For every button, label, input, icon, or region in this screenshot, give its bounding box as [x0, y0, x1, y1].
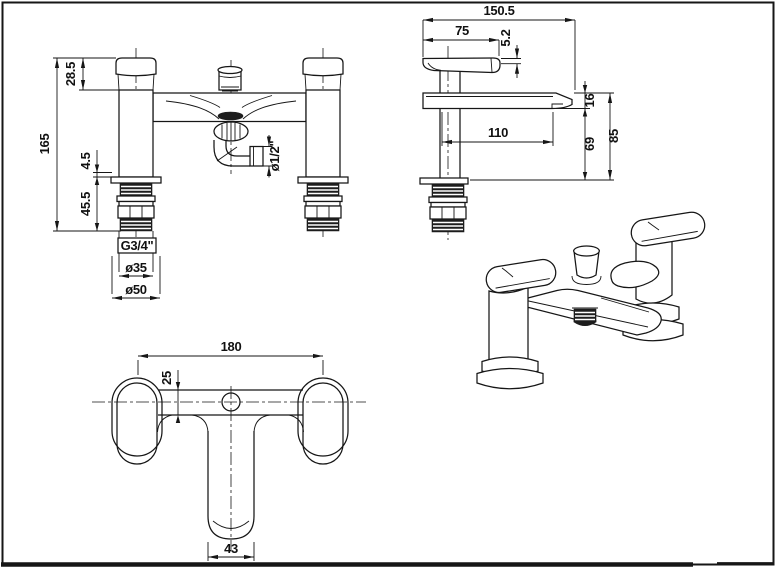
side-flange	[420, 178, 468, 184]
dim-spout-reach: 110	[488, 125, 508, 140]
diverter-knob	[218, 67, 242, 92]
left-handle	[116, 58, 156, 76]
iso-view	[477, 210, 707, 388]
dim-spout-width: 43	[224, 541, 238, 556]
dim-hole-centres: 180	[221, 339, 242, 354]
left-pillar-plan	[112, 378, 162, 456]
side-view: 150.5 75 5.2 110 16 69 85	[420, 3, 621, 240]
dim-overall-depth: 150.5	[483, 3, 514, 18]
plan-view: 180 25 43	[92, 339, 366, 561]
drawing-frame	[1, 3, 774, 565]
hex-nut	[305, 206, 341, 218]
dim-flange-diameter: ø50	[125, 282, 147, 297]
dim-handle-reach: 75	[455, 23, 469, 38]
iso-shower-connector	[572, 308, 598, 326]
shower-elbow	[214, 140, 263, 166]
dim-tail-length: 45.5	[78, 192, 93, 216]
hose-nipple	[250, 147, 263, 167]
diverter-plan	[222, 393, 240, 411]
diverter-collar	[214, 122, 248, 141]
right-handle	[303, 58, 343, 76]
iso-back-arm	[611, 261, 659, 287]
dim-shower-outlet: ø1/2"	[267, 141, 282, 172]
iso-left-handle	[484, 258, 557, 295]
dim-handle-lip: 5.2	[498, 29, 513, 46]
hex-nut	[118, 206, 154, 218]
left-tail	[117, 183, 155, 231]
dim-spout-thickness: 16	[582, 94, 597, 108]
dim-overall-height: 165	[37, 134, 52, 155]
right-pillar-plan	[298, 378, 348, 456]
left-body	[119, 90, 153, 177]
dim-body-width: 25	[159, 371, 174, 385]
iso-right-handle	[629, 210, 706, 247]
dim-spout-clearance: 69	[582, 137, 597, 151]
hex-nut	[430, 207, 466, 219]
handle-profile	[423, 58, 500, 73]
side-tail	[429, 184, 467, 232]
thread-label-box	[118, 238, 156, 253]
deck-bar-plan	[158, 390, 303, 415]
right-body	[306, 90, 340, 177]
dim-inlet-thread: G3/4"	[121, 238, 154, 253]
dim-spout-height: 85	[606, 129, 621, 143]
right-tail	[304, 183, 342, 231]
front-view: 165 28.5 4.5 45.5 G3/4" ø35 ø50 ø1/2"	[37, 48, 348, 301]
spout-plan	[192, 415, 270, 539]
left-flange	[111, 177, 161, 183]
right-flange	[298, 177, 348, 183]
iso-knob	[572, 246, 601, 285]
right-pillar	[303, 58, 343, 177]
diverter-seat	[218, 112, 243, 120]
dim-handle-height: 28.5	[63, 62, 78, 86]
spout-profile	[423, 93, 572, 109]
dim-flange-gap: 4.5	[78, 152, 93, 169]
dim-shank-diameter: ø35	[125, 260, 147, 275]
left-pillar	[116, 58, 156, 177]
